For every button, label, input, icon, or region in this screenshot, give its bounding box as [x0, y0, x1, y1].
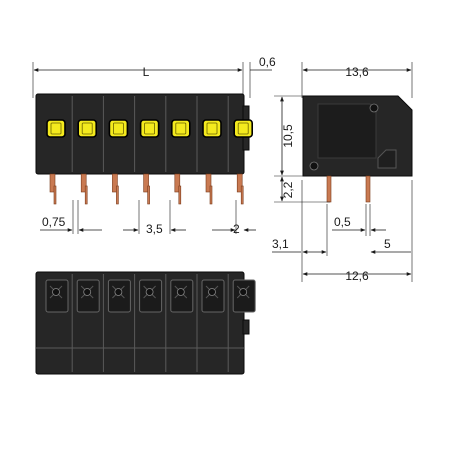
- pin-icon: [49, 173, 56, 193]
- push-button-inner: [81, 122, 93, 135]
- height-label: 10,5: [281, 124, 295, 148]
- pin-icon: [143, 173, 149, 193]
- pitch-label: 3,5: [146, 222, 163, 236]
- wire-entry-slots: [45, 279, 256, 313]
- slot-hole-icon: [52, 288, 60, 296]
- slot-hole-icon: [208, 288, 216, 296]
- front-pins: [49, 173, 244, 205]
- wire-entry-slot-icon: [107, 279, 131, 313]
- top-dividers: [71, 274, 229, 372]
- slot-hole-icon: [83, 288, 92, 296]
- pin-thickness-label: 0,5: [334, 215, 351, 229]
- pin-tip: [116, 185, 119, 205]
- push-buttons: [46, 119, 253, 138]
- pin-tip: [53, 185, 57, 205]
- pin-width-label: 0,75: [42, 215, 66, 229]
- wire-entry-slot-icon: [201, 279, 225, 313]
- slot-hole-icon: [176, 288, 185, 296]
- push-button-icon: [139, 119, 160, 138]
- push-button-inner: [206, 122, 218, 135]
- pin-icon: [80, 173, 87, 193]
- end-offset-label: 2: [233, 222, 240, 236]
- push-button-icon: [77, 119, 97, 138]
- push-button-inner: [175, 122, 187, 135]
- wire-entry-slot-icon: [45, 279, 69, 313]
- push-button-icon: [233, 119, 253, 138]
- push-button-icon: [171, 119, 191, 138]
- pin-tip: [147, 185, 150, 205]
- pin-icon: [174, 173, 181, 193]
- push-button-inner: [113, 122, 124, 135]
- right-offset-label: 0,6: [259, 55, 276, 69]
- bottom-mount-hole-icon: [309, 161, 319, 171]
- wire-entry-slot-icon: [139, 279, 163, 313]
- front-dividers: [71, 96, 229, 172]
- front-view: L 0,6 0,75 3,5 2: [32, 55, 276, 236]
- pin-tip: [178, 185, 182, 205]
- wire-entry-slot-icon: [232, 279, 256, 313]
- slot-hole-icon: [114, 288, 123, 296]
- pin-tip: [84, 185, 88, 205]
- side-view: 13,6 10,5 2,2 0,5 5 3,1: [272, 62, 413, 283]
- push-button-icon: [108, 119, 129, 138]
- push-button-inner: [237, 122, 249, 135]
- pin-length-label: 2,2: [281, 181, 295, 198]
- wire-entry-slot-icon: [76, 279, 100, 313]
- push-button-icon: [46, 119, 66, 138]
- push-button-inner: [144, 122, 156, 135]
- setback-right-label: 5: [384, 237, 391, 251]
- setback-left-label: 3,1: [272, 237, 289, 251]
- wire-entry-slot-icon: [170, 279, 194, 313]
- slot-hole-icon: [239, 288, 248, 296]
- top-view: [35, 271, 256, 375]
- side-width-label: 13,6: [345, 65, 369, 79]
- pin-tip: [240, 185, 244, 205]
- pin-icon: [205, 173, 212, 193]
- length-label: L: [143, 65, 150, 79]
- top-mount-hole-icon: [369, 103, 379, 113]
- base-depth-label: 12,6: [345, 269, 369, 283]
- slot-hole-icon: [145, 288, 154, 296]
- pin-icon: [112, 173, 118, 193]
- push-button-inner: [50, 122, 62, 135]
- pin-tip: [209, 185, 213, 205]
- pin-icon: [236, 173, 243, 193]
- push-button-icon: [202, 119, 222, 138]
